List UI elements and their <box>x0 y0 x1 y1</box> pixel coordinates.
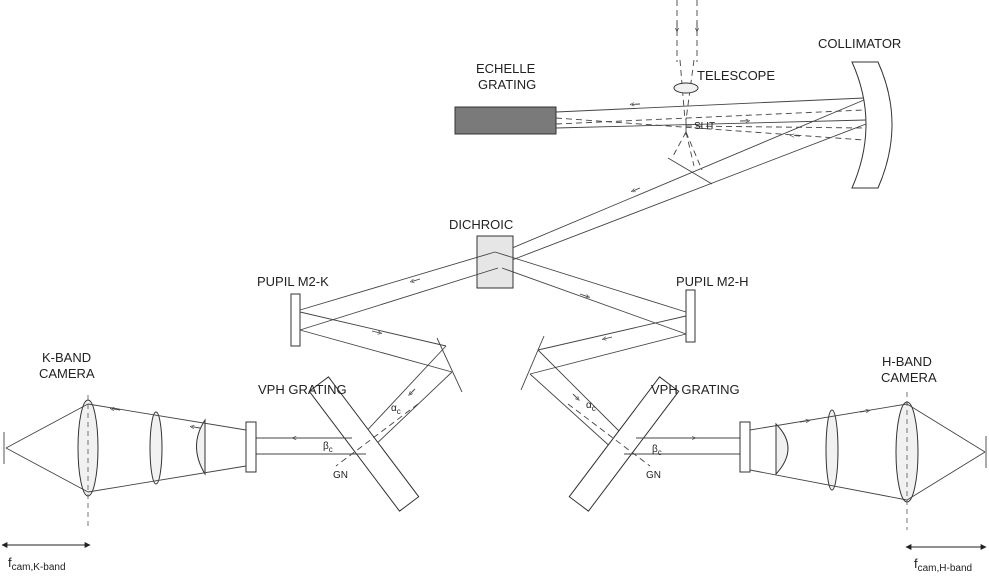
grating-normals <box>335 403 651 467</box>
fcam-h-label: fcam,H-band <box>914 556 972 574</box>
gn-h-label: GN <box>646 470 661 481</box>
vph-h-label: VPH GRATING <box>651 382 740 397</box>
h-band-label-line1: H-BAND <box>882 354 932 369</box>
k-band-label-line1: K-BAND <box>42 350 91 365</box>
fold-vph-rays <box>359 345 627 451</box>
fold-mirror <box>667 157 713 185</box>
fold-mirror-k <box>436 337 463 393</box>
pupil-fold-rays <box>299 311 687 375</box>
beta-h-label: βc <box>652 444 662 457</box>
fold-mirror-h <box>520 335 545 391</box>
pupil-mirror-k <box>290 293 301 347</box>
h-band-label-line2: CAMERA <box>881 370 937 385</box>
echelle-label-line1: ECHELLE <box>476 61 536 76</box>
dichroic <box>476 235 514 289</box>
alpha-h-label: αc <box>586 400 596 413</box>
vph-camera-rays <box>256 438 740 455</box>
k-band-camera <box>3 395 257 530</box>
k-band-label-line2: CAMERA <box>39 366 95 381</box>
gn-k-label: GN <box>333 470 348 481</box>
collimator-mirror <box>851 61 893 189</box>
collimator-dichroic-rays <box>497 99 867 261</box>
vph-k-label: VPH GRATING <box>258 382 347 397</box>
echelle-grating <box>454 106 557 135</box>
dichroic-label: DICHROIC <box>449 217 513 232</box>
h-band-camera <box>739 392 987 530</box>
collimator-label: COLLIMATOR <box>818 36 901 51</box>
telescope-lens <box>673 82 699 94</box>
slit-label: SLIT <box>694 121 715 132</box>
pupil-k-label: PUPIL M2-K <box>257 274 329 289</box>
input-beam <box>677 0 697 121</box>
alpha-k-label: αc <box>391 403 401 416</box>
vph-grating-h <box>568 376 680 512</box>
vph-grating-k <box>308 376 420 512</box>
pupil-mirror-h <box>685 289 696 343</box>
pupil-h-label: PUPIL M2-H <box>676 274 748 289</box>
echelle-label-line2: GRATING <box>478 77 536 92</box>
beta-k-label: βc <box>323 441 333 454</box>
slit-fan-rays <box>671 131 703 171</box>
fcam-k-label: fcam,K-band <box>8 555 66 573</box>
telescope-label: TELESCOPE <box>697 68 775 83</box>
